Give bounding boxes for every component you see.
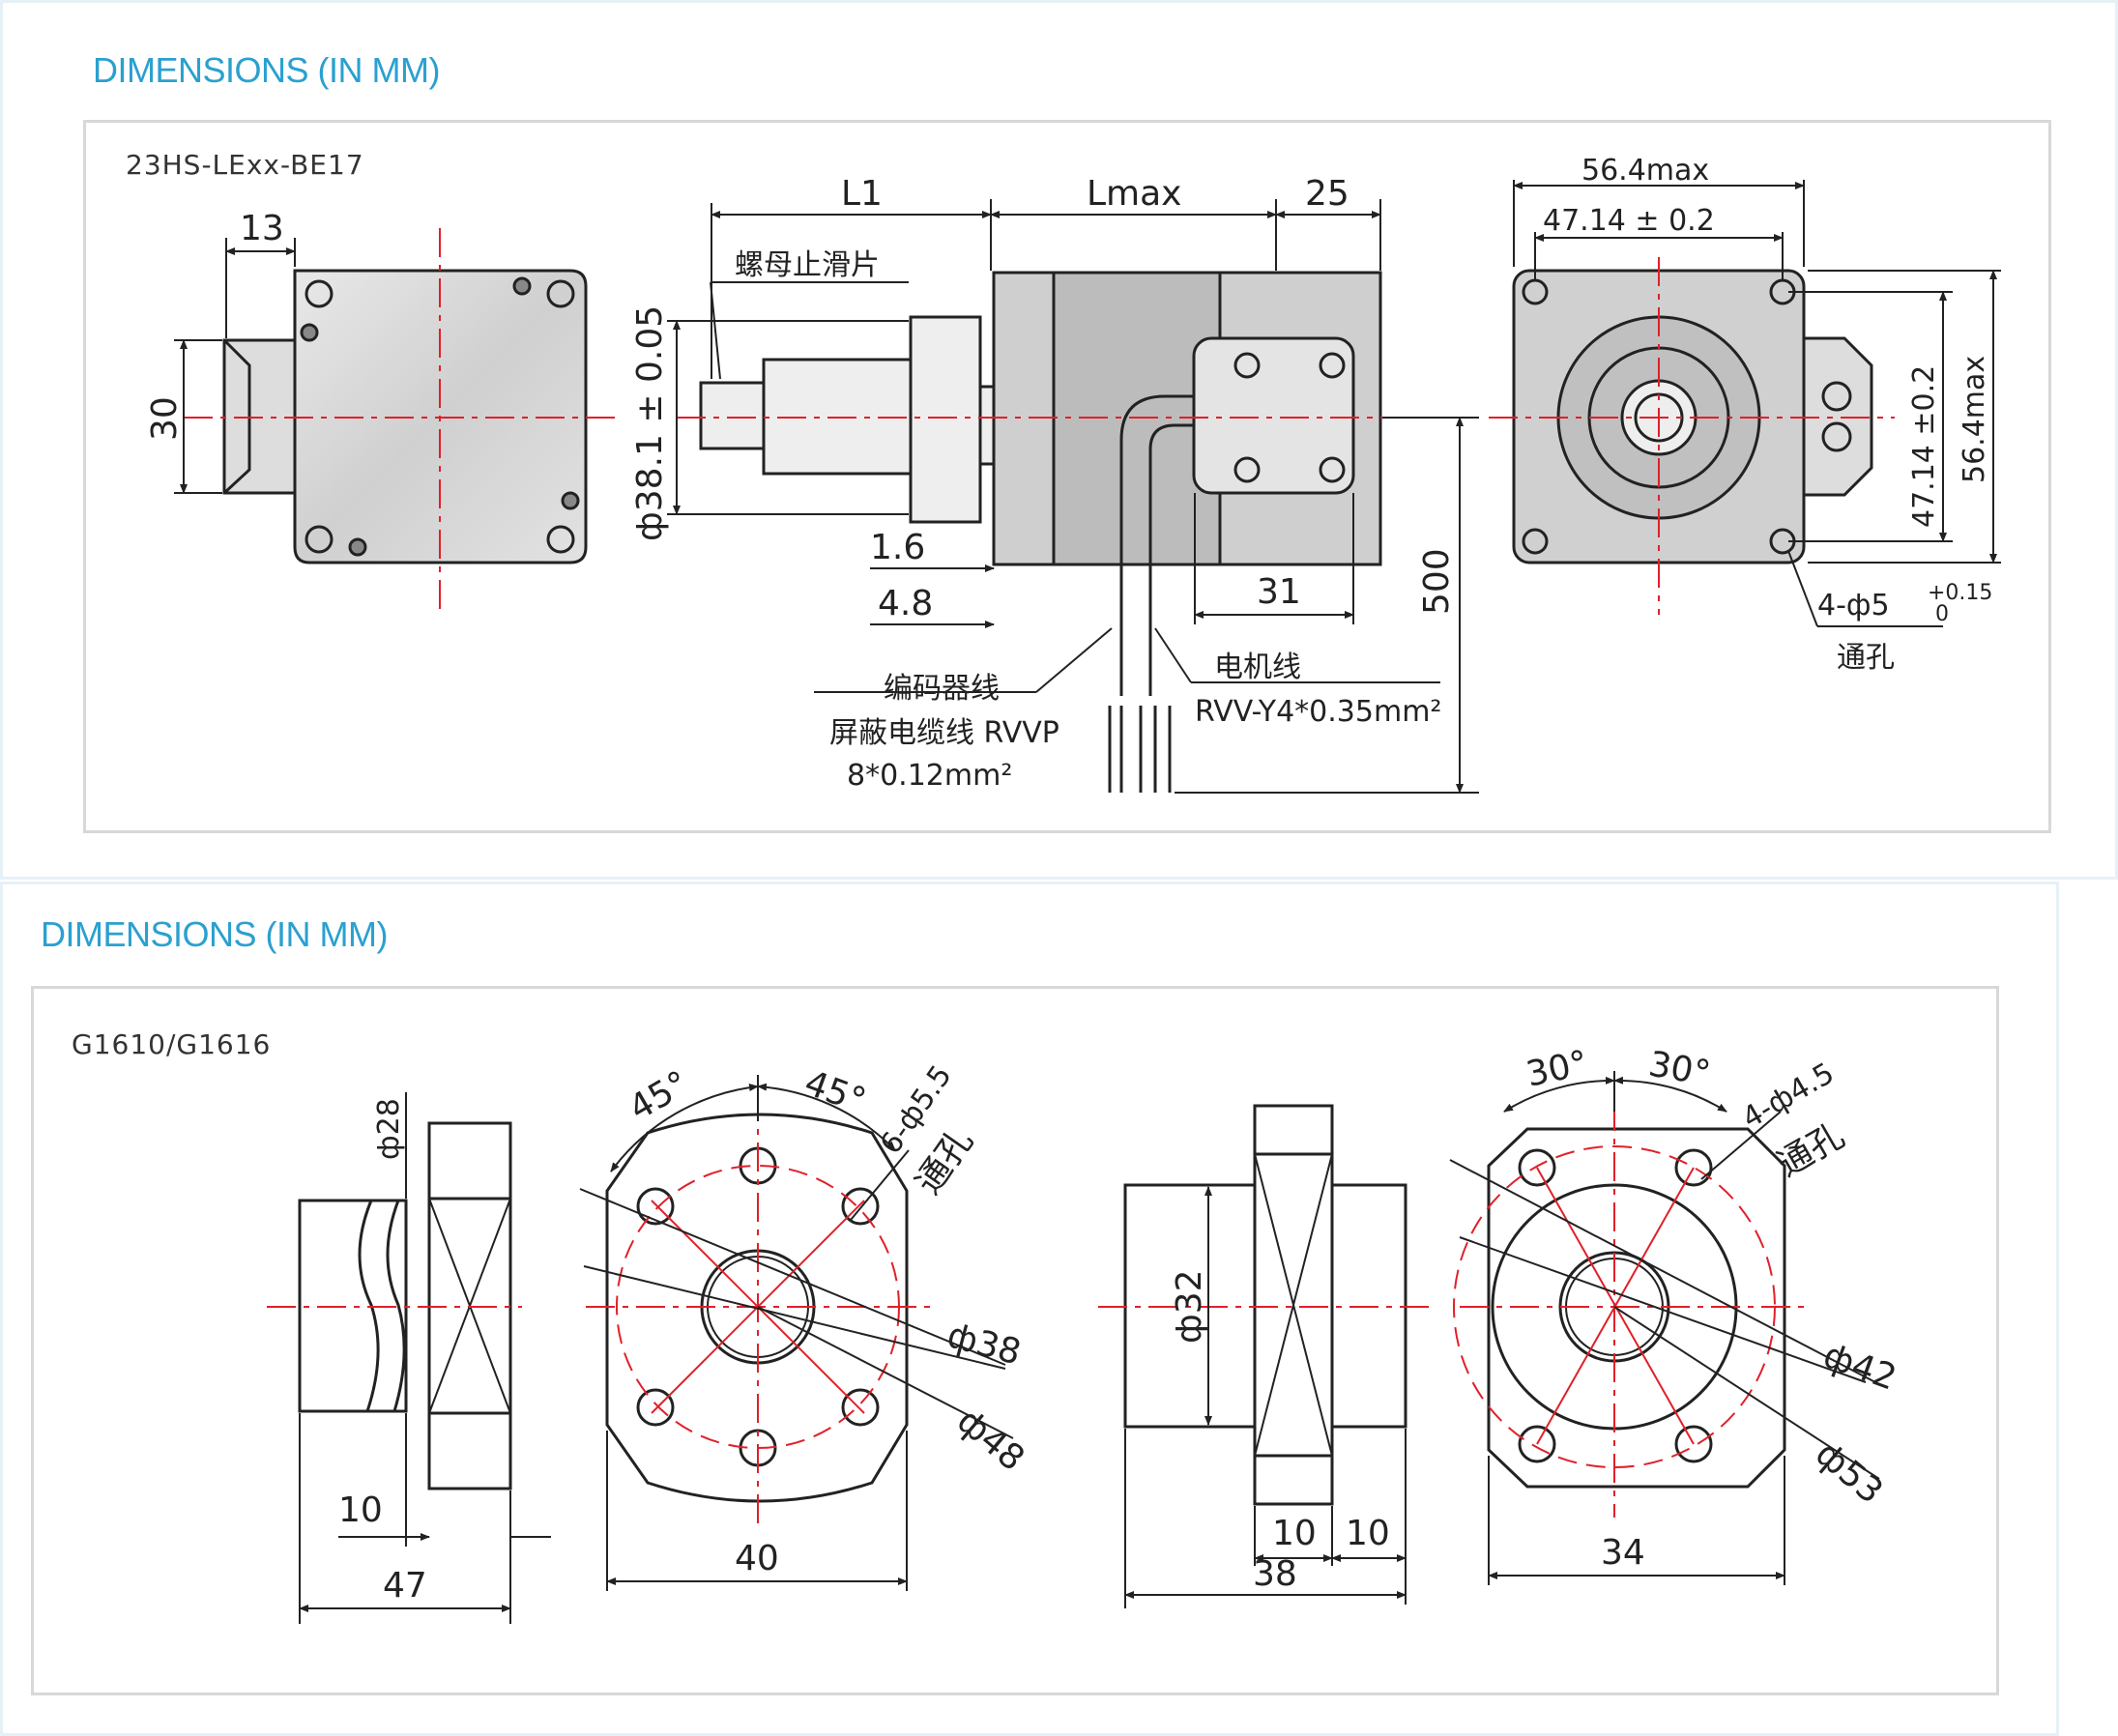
dim-30 xyxy=(174,339,222,494)
dim-45-b: 45° xyxy=(799,1063,871,1121)
drawing-frame-1 xyxy=(83,120,2051,833)
dim-dia-38: ф38.1 ± 0.05 xyxy=(630,305,670,541)
g1610-side-dims xyxy=(299,1092,551,1624)
dim-1-6: 1.6 xyxy=(870,528,925,567)
dim-hole-tol-up: +0.15 xyxy=(1928,581,1992,605)
end-dimension-lines xyxy=(1513,180,2001,627)
dim-13-label: 13 xyxy=(240,209,284,248)
dim-dia-28: ф28 xyxy=(372,1098,406,1160)
dim-31: 31 xyxy=(1257,572,1301,612)
drawing-frame-2 xyxy=(31,986,1999,1695)
label-shield-cable: 屏蔽电缆线 RVVP xyxy=(829,716,1059,750)
dim-56-4max: 56.4max xyxy=(1581,154,1709,188)
dim-4-8: 4.8 xyxy=(878,584,933,623)
dim-38-length: 38 xyxy=(1253,1554,1297,1594)
g1610-front-dims xyxy=(579,1075,1014,1591)
dim-56-4max-vertical: 56.4max xyxy=(1958,356,1991,483)
dim-Lmax: Lmax xyxy=(1087,174,1182,214)
dim-30-label: 30 xyxy=(145,396,185,441)
dim-dia-38-b: ф38 xyxy=(943,1316,1026,1373)
label-shield-spec: 8*0.12mm² xyxy=(847,759,1012,793)
dim-25: 25 xyxy=(1305,174,1349,214)
dim-500: 500 xyxy=(1417,548,1457,615)
g1616-front-centerlines xyxy=(1453,1102,1808,1518)
panel-2-title: DIMENSIONS (IN MM) xyxy=(41,914,388,954)
dim-13 xyxy=(225,238,296,338)
dim-30-deg-a: 30° xyxy=(1523,1043,1591,1094)
label-nut-stop: 螺母止滑片 xyxy=(735,248,880,282)
front-centerlines xyxy=(184,228,619,609)
dim-45-a: 45° xyxy=(623,1063,696,1128)
model-label-1: 23HS-LExx-BE17 xyxy=(126,149,364,181)
g1616-side-dims xyxy=(1124,1186,1407,1608)
label-through-hole: 通孔 xyxy=(1837,641,1895,675)
g1616-front-dims xyxy=(1449,1071,1880,1585)
dim-10-b: 10 xyxy=(1272,1514,1317,1553)
dim-10-c: 10 xyxy=(1346,1514,1390,1553)
end-centerlines xyxy=(1489,257,1895,615)
dim-47-14-vertical: 47.14 ±0.2 xyxy=(1907,365,1941,528)
dim-40: 40 xyxy=(735,1539,779,1578)
model-label-2: G1610/G1616 xyxy=(72,1028,272,1060)
nut-g1616-side-view xyxy=(1123,1104,1407,1506)
side-dimension-lines xyxy=(667,199,1479,794)
dim-hole-tol-down: 0 xyxy=(1935,602,1949,626)
dim-30-deg-b: 30° xyxy=(1645,1044,1713,1093)
label-encoder-wire: 编码器线 xyxy=(884,672,1000,706)
dim-dia-53: ф53 xyxy=(1808,1433,1890,1512)
dim-47-14: 47.14 ± 0.2 xyxy=(1543,204,1715,238)
dim-L1: L1 xyxy=(841,174,883,214)
dim-dia-32: ф32 xyxy=(1170,1269,1209,1344)
label-motor-spec: RVV-Y4*0.35mm² xyxy=(1195,695,1441,729)
dim-10-a: 10 xyxy=(338,1490,383,1530)
dim-hole: 4-ф5 xyxy=(1817,589,1890,622)
panel-nut-dimensions xyxy=(0,882,2059,1736)
g1610-front-centerlines xyxy=(586,1092,930,1527)
panel-1-title: DIMENSIONS (IN MM) xyxy=(93,50,440,90)
dim-34: 34 xyxy=(1601,1533,1645,1573)
label-motor-wire: 电机线 xyxy=(1214,651,1301,684)
dim-dia-42: ф42 xyxy=(1818,1336,1901,1399)
dim-47: 47 xyxy=(383,1566,427,1606)
label-through-2: 通孔 xyxy=(1771,1115,1851,1185)
